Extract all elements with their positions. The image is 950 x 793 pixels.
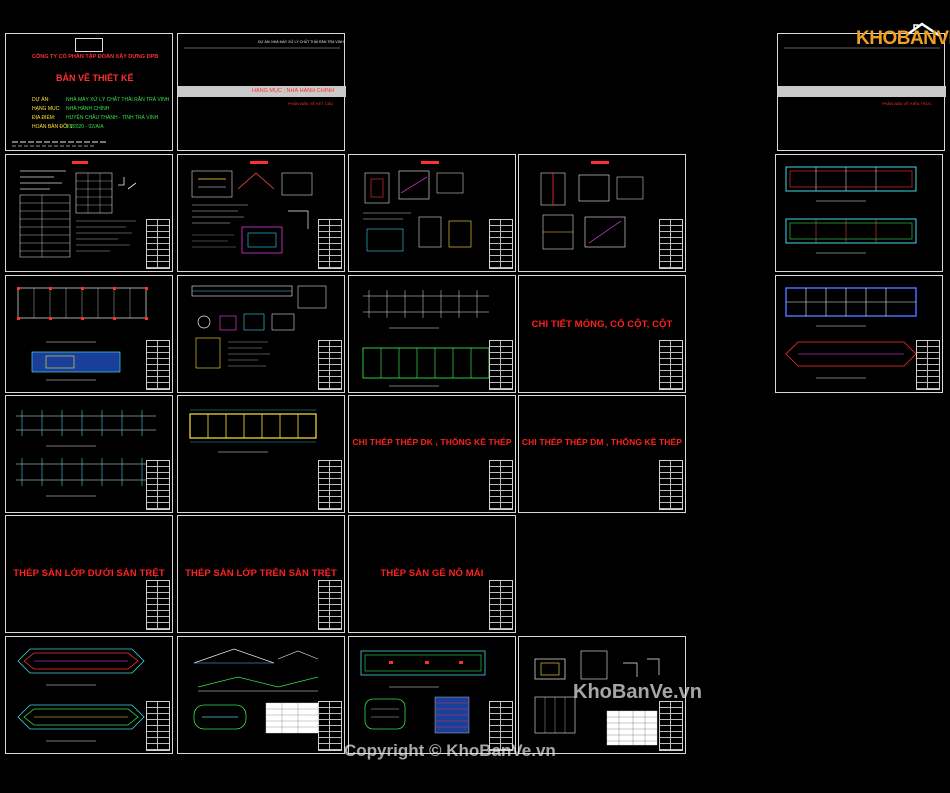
cover-label-2: HẠNG MỤC: <box>32 106 61 112</box>
title-block <box>489 580 513 630</box>
title-block <box>146 460 170 510</box>
title-block <box>318 340 342 390</box>
misc-details-drawing <box>534 650 660 746</box>
sheet-foundation-plan[interactable] <box>5 275 173 393</box>
sheet-beam-details[interactable] <box>177 275 345 393</box>
sheet-arch-plan-2[interactable] <box>775 275 943 393</box>
roof-plan-drawing <box>17 648 145 742</box>
arch-plan-2-drawing <box>785 287 917 379</box>
watermark-site: KhoBanVe.vn <box>573 681 702 703</box>
cover-value-1: NHÀ MÁY XỬ LÝ CHẤT THẢI RẮN TRÀ VINH <box>66 97 170 103</box>
sheet-details-2[interactable] <box>348 154 516 272</box>
cover-value-3: HUYỆN CHÂU THÀNH - TỈNH TRÀ VINH <box>66 115 159 121</box>
sheet-roof-plan[interactable] <box>5 636 173 754</box>
title-block <box>659 340 683 390</box>
sheet-details-1[interactable] <box>177 154 345 272</box>
house-roof-icon <box>907 22 941 38</box>
sheet-arch-plan-1[interactable] <box>775 154 943 272</box>
logo-text: KHOBANVE <box>856 28 950 49</box>
sheet-column-layout[interactable] <box>348 275 516 393</box>
foundation-plan-drawing <box>17 287 148 381</box>
right-index-subtitle: PHẦN BẢN VẼ KIẾN TRÚC <box>882 101 932 106</box>
title-block <box>318 580 342 630</box>
cover-title: BẢN VẼ THIẾT KẾ <box>56 73 134 83</box>
title-block <box>659 219 683 269</box>
sheet-title-san-tren: THÉP SÀN LỚP TRÊN SÀN TRỆT <box>185 568 337 579</box>
sheet-san-tren[interactable]: THÉP SÀN LỚP TRÊN SÀN TRỆT <box>177 515 345 633</box>
cover-logo-box <box>75 38 103 52</box>
index-gray-bar <box>178 86 346 97</box>
truss-details-drawing <box>193 648 319 734</box>
sheet-beam-plan[interactable] <box>177 395 345 513</box>
sheet-thep-dk[interactable]: CHI THÉP THÉP DK , THỐNG KÊ THÉP <box>348 395 516 513</box>
cover-sheet[interactable]: CÔNG TY CỔ PHẦN TẬP ĐOÀN XÂY DỰNG DPB BẢ… <box>5 33 173 151</box>
cover-footer-lines <box>12 141 106 147</box>
index-subtitle: PHẦN BẢN VẼ KẾT CẤU <box>288 101 334 106</box>
details-3-drawing <box>540 161 644 250</box>
details-2-drawing <box>363 161 472 252</box>
index-sheet[interactable]: DỰ ÁN: NHÀ MÁY XỬ LÝ CHẤT THẢI RẮN TRÀ V… <box>177 33 346 151</box>
right-index-gray-bar <box>778 86 946 97</box>
arch-plan-1-drawing <box>785 166 917 254</box>
sheet-misc-details[interactable] <box>518 636 686 754</box>
details-1-drawing <box>191 161 313 254</box>
title-block <box>146 701 170 751</box>
cover-label-1: DỰ ÁN: <box>32 97 50 103</box>
cover-value-2: NHÀ HÀNH CHÍNH <box>66 106 110 112</box>
sheet-title-thep-dm: CHI THÉP THÉP DM , THỐNG KÊ THÉP <box>521 437 683 447</box>
sheet-chi-tiet-mong[interactable]: CHI TIẾT MÓNG, CỔ CỘT, CỘT <box>518 275 686 393</box>
title-block <box>146 340 170 390</box>
index-header-lines <box>184 47 340 49</box>
title-block <box>318 701 342 751</box>
sheet-ge-no-plan[interactable] <box>348 636 516 754</box>
title-block <box>489 219 513 269</box>
title-block <box>489 701 513 751</box>
sheet-thep-dm[interactable]: CHI THÉP THÉP DM , THỐNG KÊ THÉP <box>518 395 686 513</box>
beam-details-drawing <box>191 285 327 369</box>
column-sections-drawing <box>16 410 156 497</box>
sheet-truss-details[interactable] <box>177 636 345 754</box>
title-block <box>318 460 342 510</box>
sheet-san-duoi[interactable]: THÉP SÀN LỚP DƯỚI SÀN TRỆT <box>5 515 173 633</box>
index-header: DỰ ÁN: NHÀ MÁY XỬ LÝ CHẤT THẢI RẮN TRÀ V… <box>258 40 344 44</box>
title-block <box>489 340 513 390</box>
sheet-details-3[interactable] <box>518 154 686 272</box>
sheet-title-ge-no-mai: THÉP SÀN GÊ NÔ MÁI <box>380 568 484 579</box>
ge-no-plan-drawing <box>360 650 486 734</box>
watermark-copyright: Copyright © KhoBanVe.vn <box>344 741 556 760</box>
title-block <box>659 701 683 751</box>
beam-plan-drawing <box>189 409 317 453</box>
title-block <box>916 340 940 390</box>
title-block <box>146 219 170 269</box>
title-block <box>659 460 683 510</box>
sheet-column-sections[interactable] <box>5 395 173 513</box>
sheet-title-san-duoi: THÉP SÀN LỚP DƯỚI SÀN TRỆT <box>13 568 165 579</box>
title-block <box>318 219 342 269</box>
khobanve-logo: KHOBANVE <box>852 22 950 52</box>
cover-value-4: 07/2020 - 02/A/A <box>66 124 104 130</box>
title-block <box>489 460 513 510</box>
right-index-sheet[interactable]: PHẦN BẢN VẼ KIẾN TRÚC <box>777 33 946 151</box>
sheet-ge-no-mai[interactable]: THÉP SÀN GÊ NÔ MÁI <box>348 515 516 633</box>
right-index-header-lines <box>784 47 940 49</box>
title-block <box>146 580 170 630</box>
cover-label-3: ĐỊA ĐIỂM: <box>32 115 56 121</box>
sheet-title-chi-tiet-mong: CHI TIẾT MÓNG, CỔ CỘT, CỘT <box>531 319 673 330</box>
cover-company: CÔNG TY CỔ PHẦN TẬP ĐOÀN XÂY DỰNG DPB <box>32 54 159 60</box>
notes-1-drawing <box>19 161 137 258</box>
index-hang-muc: HẠNG MỤC : NHÀ HÀNH CHÍNH <box>252 88 335 94</box>
cover-label-4: HOÀN BẢN ĐỐI 1: <box>32 124 74 130</box>
sheet-title-thep-dk: CHI THÉP THÉP DK , THỐNG KÊ THÉP <box>352 437 512 447</box>
sheet-notes-1[interactable] <box>5 154 173 272</box>
